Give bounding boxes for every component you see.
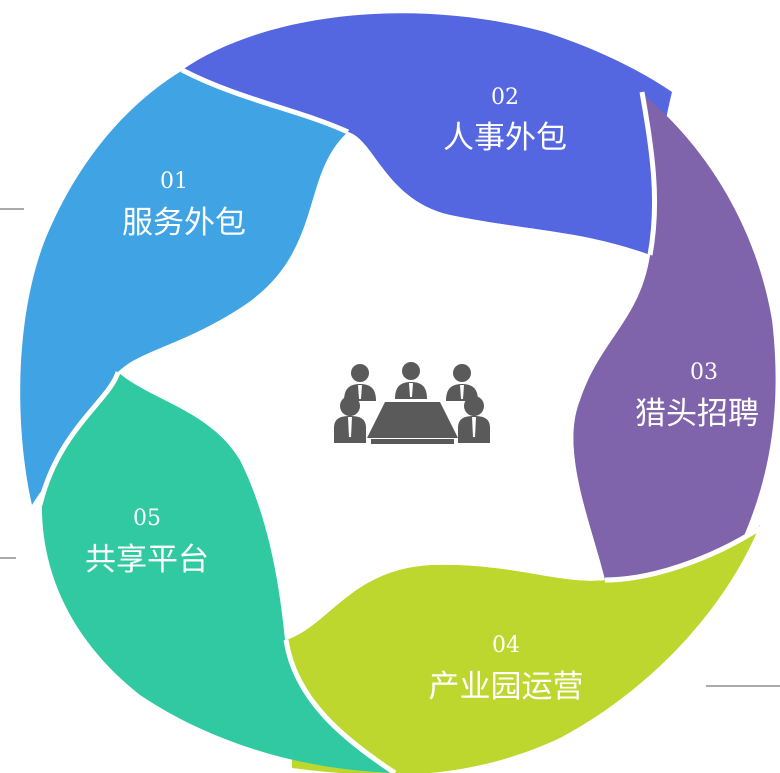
segment-02-number: 02 [491,85,519,110]
meeting-table-icon [367,402,458,438]
segment-04-label: 产业园运营 [429,669,584,705]
person-back-right-icon [446,364,478,401]
segment-04-number: 04 [492,633,520,658]
segment-01-number: 01 [160,169,188,194]
segment-03-shape [573,92,776,580]
segment-05-label: 共享平台 [85,542,209,578]
segment-01-label: 服务外包 [122,205,246,241]
person-back-center-icon [395,362,427,399]
segment-05: 05 共享平台 [85,506,209,578]
petal-separators [37,67,762,773]
meeting-icon [334,362,490,444]
segment-02-label: 人事外包 [443,120,567,156]
segment-05-shape [41,372,395,773]
segment-01: 01 服务外包 [122,169,246,241]
segment-03-label: 猎头招聘 [635,396,759,432]
segment-05-number: 05 [133,506,161,531]
segment-04-shape [286,525,760,773]
person-front-left-icon [334,396,366,443]
segment-02-shape [182,13,672,256]
segment-04: 04 产业园运营 [429,633,584,705]
person-front-right-icon [458,396,490,443]
segment-03: 03 猎头招聘 [635,360,759,432]
meeting-table-edge-icon [371,439,454,444]
segment-03-number: 03 [690,360,718,385]
center-area [118,132,650,640]
segment-02: 02 人事外包 [443,85,567,156]
